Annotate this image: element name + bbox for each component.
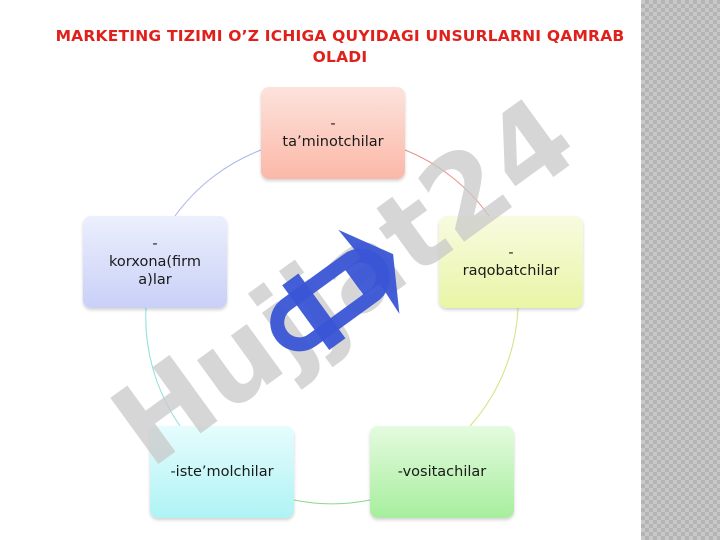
node-istemolchilar: -iste’molchilar <box>150 426 294 518</box>
arc-top-right <box>404 149 490 217</box>
node-label: -iste’molchilar <box>170 464 274 480</box>
arc-left-bottom <box>145 307 181 427</box>
node-label: - korxona(firm a)lar <box>108 236 202 288</box>
node-label: - raqobatchilar <box>462 245 560 279</box>
node-korxona: - korxona(firm a)lar <box>83 216 227 308</box>
arc-right-bottom <box>469 307 519 427</box>
arc-left-top <box>174 149 262 217</box>
node-label: -vositachilar <box>397 464 487 480</box>
node-taminotchilar: - ta’minotchilar <box>261 87 405 179</box>
node-label: - ta’minotchilar <box>282 116 384 150</box>
arc-bottom <box>293 499 371 505</box>
right-decorative-strip <box>641 0 720 540</box>
slide-title: MARKETING TIZIMI O’Z ICHIGA QUYIDAGI UNS… <box>55 27 625 66</box>
node-raqobatchilar: - raqobatchilar <box>439 216 583 308</box>
node-vositachilar: -vositachilar <box>370 426 514 518</box>
